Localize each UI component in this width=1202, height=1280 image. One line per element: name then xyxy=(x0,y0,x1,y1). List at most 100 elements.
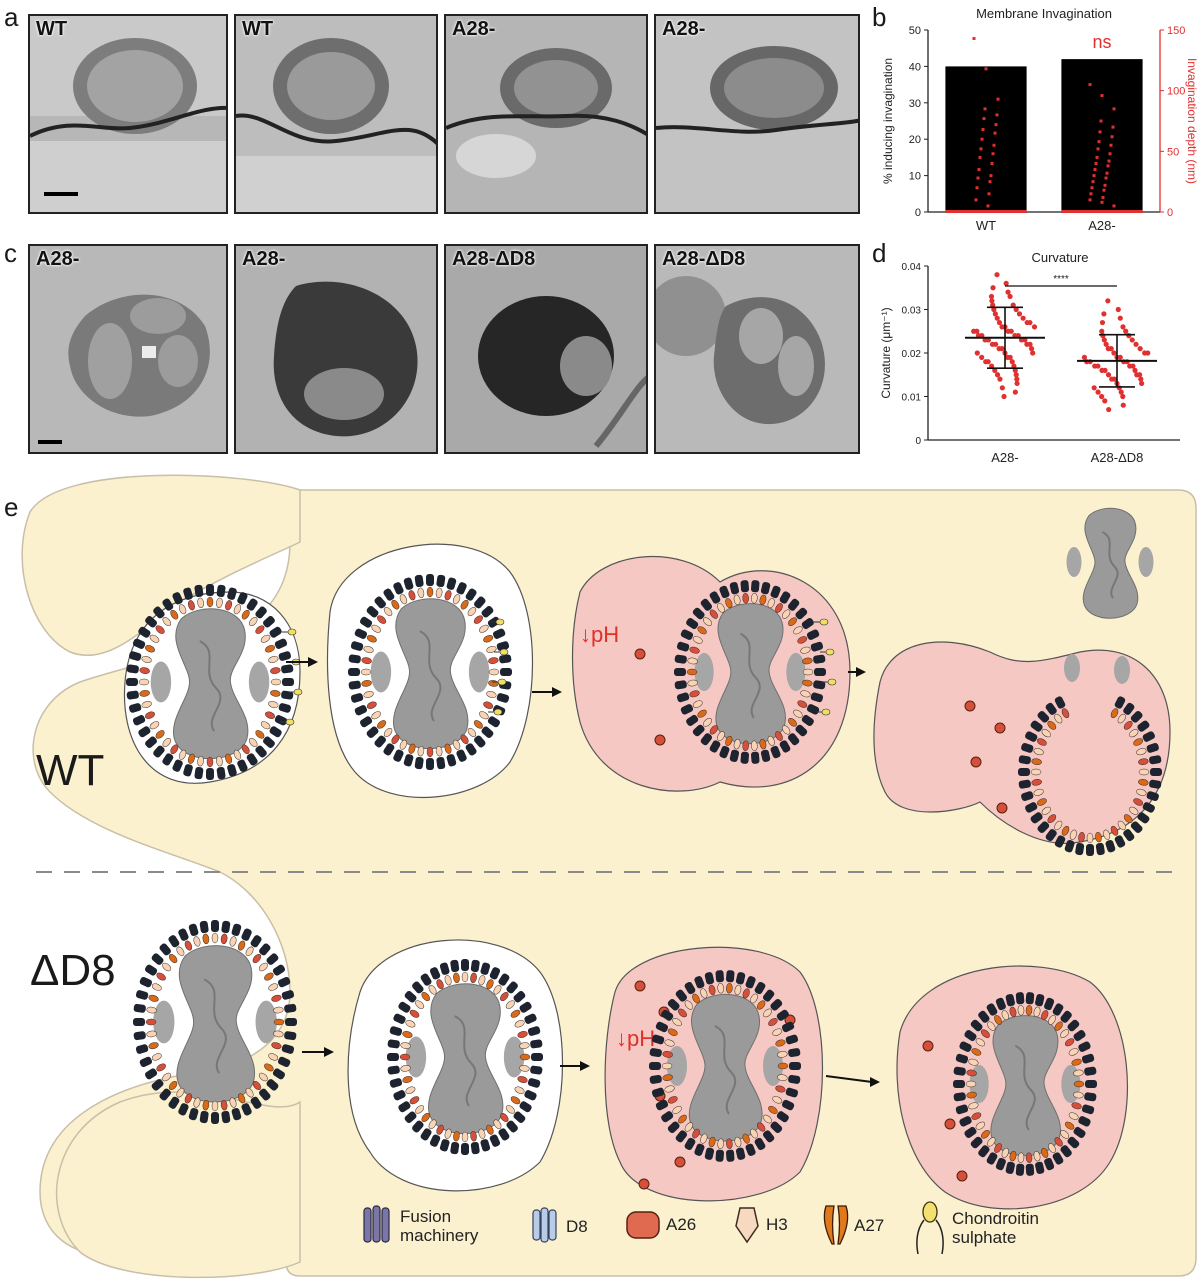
data-point xyxy=(975,186,979,190)
membrane-protein xyxy=(513,991,526,1003)
membrane-protein xyxy=(1045,702,1057,715)
em-image-wt-2: WT xyxy=(234,14,438,214)
membrane-protein xyxy=(237,759,248,772)
inner-protein xyxy=(444,975,452,986)
data-point xyxy=(1108,152,1112,156)
inner-protein xyxy=(1017,1152,1025,1164)
inner-protein xyxy=(966,1091,977,1099)
inner-protein xyxy=(1041,806,1051,815)
inner-protein xyxy=(1064,1121,1075,1130)
chondroitin-sulphate xyxy=(827,678,837,686)
membrane-protein xyxy=(955,1053,969,1064)
inner-protein xyxy=(742,592,749,604)
inner-protein xyxy=(1047,814,1057,824)
inner-protein xyxy=(500,992,509,1002)
membrane-protein xyxy=(1142,731,1155,742)
inner-protein xyxy=(270,667,281,674)
chondroitin-sulphate xyxy=(821,708,831,716)
inner-protein xyxy=(483,635,494,643)
membrane-protein xyxy=(1054,835,1066,848)
row-label-wt: WT xyxy=(36,746,105,795)
membrane-protein xyxy=(277,976,291,988)
inner-protein xyxy=(1129,729,1139,738)
legend-label: A27 xyxy=(854,1215,885,1235)
inner-protein xyxy=(216,597,223,609)
membrane-protein xyxy=(1018,779,1031,789)
inner-protein xyxy=(271,1042,282,1050)
process-arrow xyxy=(825,1075,873,1083)
membrane-protein xyxy=(814,668,826,676)
inner-protein xyxy=(225,753,233,764)
data-point xyxy=(994,123,998,127)
membrane-protein xyxy=(450,959,460,973)
membrane-protein xyxy=(806,629,820,640)
inner-protein xyxy=(975,1038,986,1047)
arrow-head xyxy=(552,687,562,697)
membrane-protein xyxy=(168,1096,180,1109)
membrane-protein xyxy=(446,577,457,590)
inner-protein xyxy=(751,592,758,604)
membrane-protein xyxy=(128,703,142,713)
inner-protein xyxy=(686,668,698,676)
membrane-protein xyxy=(162,598,174,611)
membrane-protein xyxy=(133,1003,146,1013)
membrane-protein xyxy=(1060,1145,1072,1158)
data-point xyxy=(1120,393,1126,400)
lateral-body xyxy=(694,652,714,692)
inner-protein xyxy=(162,737,172,747)
membrane-protein xyxy=(274,638,288,649)
em-micrograph xyxy=(30,246,226,452)
membrane-protein xyxy=(151,953,164,965)
membrane-protein xyxy=(995,997,1006,1011)
inner-protein xyxy=(742,740,749,752)
membrane-protein xyxy=(133,1031,146,1041)
data-point xyxy=(982,117,986,121)
inner-protein xyxy=(377,615,387,624)
membrane-protein xyxy=(776,1111,789,1123)
fusion-machinery-icon xyxy=(363,1205,390,1243)
inner-protein xyxy=(987,1137,996,1147)
cell-lobe-bottom xyxy=(55,1091,301,1279)
membrane-protein xyxy=(686,618,699,630)
inner-protein xyxy=(366,701,377,709)
membrane-protein xyxy=(1015,992,1025,1005)
membrane-protein xyxy=(1114,696,1126,709)
membrane-protein xyxy=(145,736,157,748)
inner-protein xyxy=(775,603,783,613)
inner-protein xyxy=(1041,1010,1049,1021)
membrane-protein xyxy=(474,596,486,609)
inner-protein xyxy=(202,933,210,945)
inner-protein xyxy=(138,678,150,686)
legend-label: Chondroitin sulphate xyxy=(952,1209,1039,1247)
inner-protein xyxy=(1060,1029,1070,1038)
inner-protein xyxy=(149,721,160,730)
data-point xyxy=(1100,200,1104,204)
membrane-protein xyxy=(387,1053,399,1061)
membrane-protein xyxy=(496,693,510,703)
inner-protein xyxy=(734,1136,742,1148)
membrane-protein xyxy=(492,628,506,639)
inner-protein xyxy=(271,994,282,1002)
inner-protein xyxy=(473,720,483,729)
d8-icon xyxy=(532,1207,557,1243)
inner-protein xyxy=(1041,1147,1049,1158)
inner-protein xyxy=(1071,1102,1082,1110)
em-image-a28-1: A28- xyxy=(444,14,648,214)
membrane-protein xyxy=(194,584,204,598)
membrane-protein xyxy=(465,743,477,756)
panel-letter-e: e xyxy=(4,492,19,522)
a26-particle xyxy=(994,722,1006,734)
inner-protein xyxy=(233,749,242,760)
em-label: A28- xyxy=(662,18,706,40)
membrane-protein xyxy=(1073,1030,1086,1042)
membrane-protein xyxy=(513,1111,526,1123)
data-point xyxy=(1103,183,1107,187)
membrane-protein xyxy=(414,756,424,770)
row-label-delta-d8: ΔD8 xyxy=(30,946,116,995)
membrane-protein xyxy=(959,1116,972,1127)
inner-protein xyxy=(486,646,497,653)
inner-protein xyxy=(772,1096,783,1104)
inner-protein xyxy=(759,738,767,750)
inner-protein xyxy=(1048,1015,1056,1025)
